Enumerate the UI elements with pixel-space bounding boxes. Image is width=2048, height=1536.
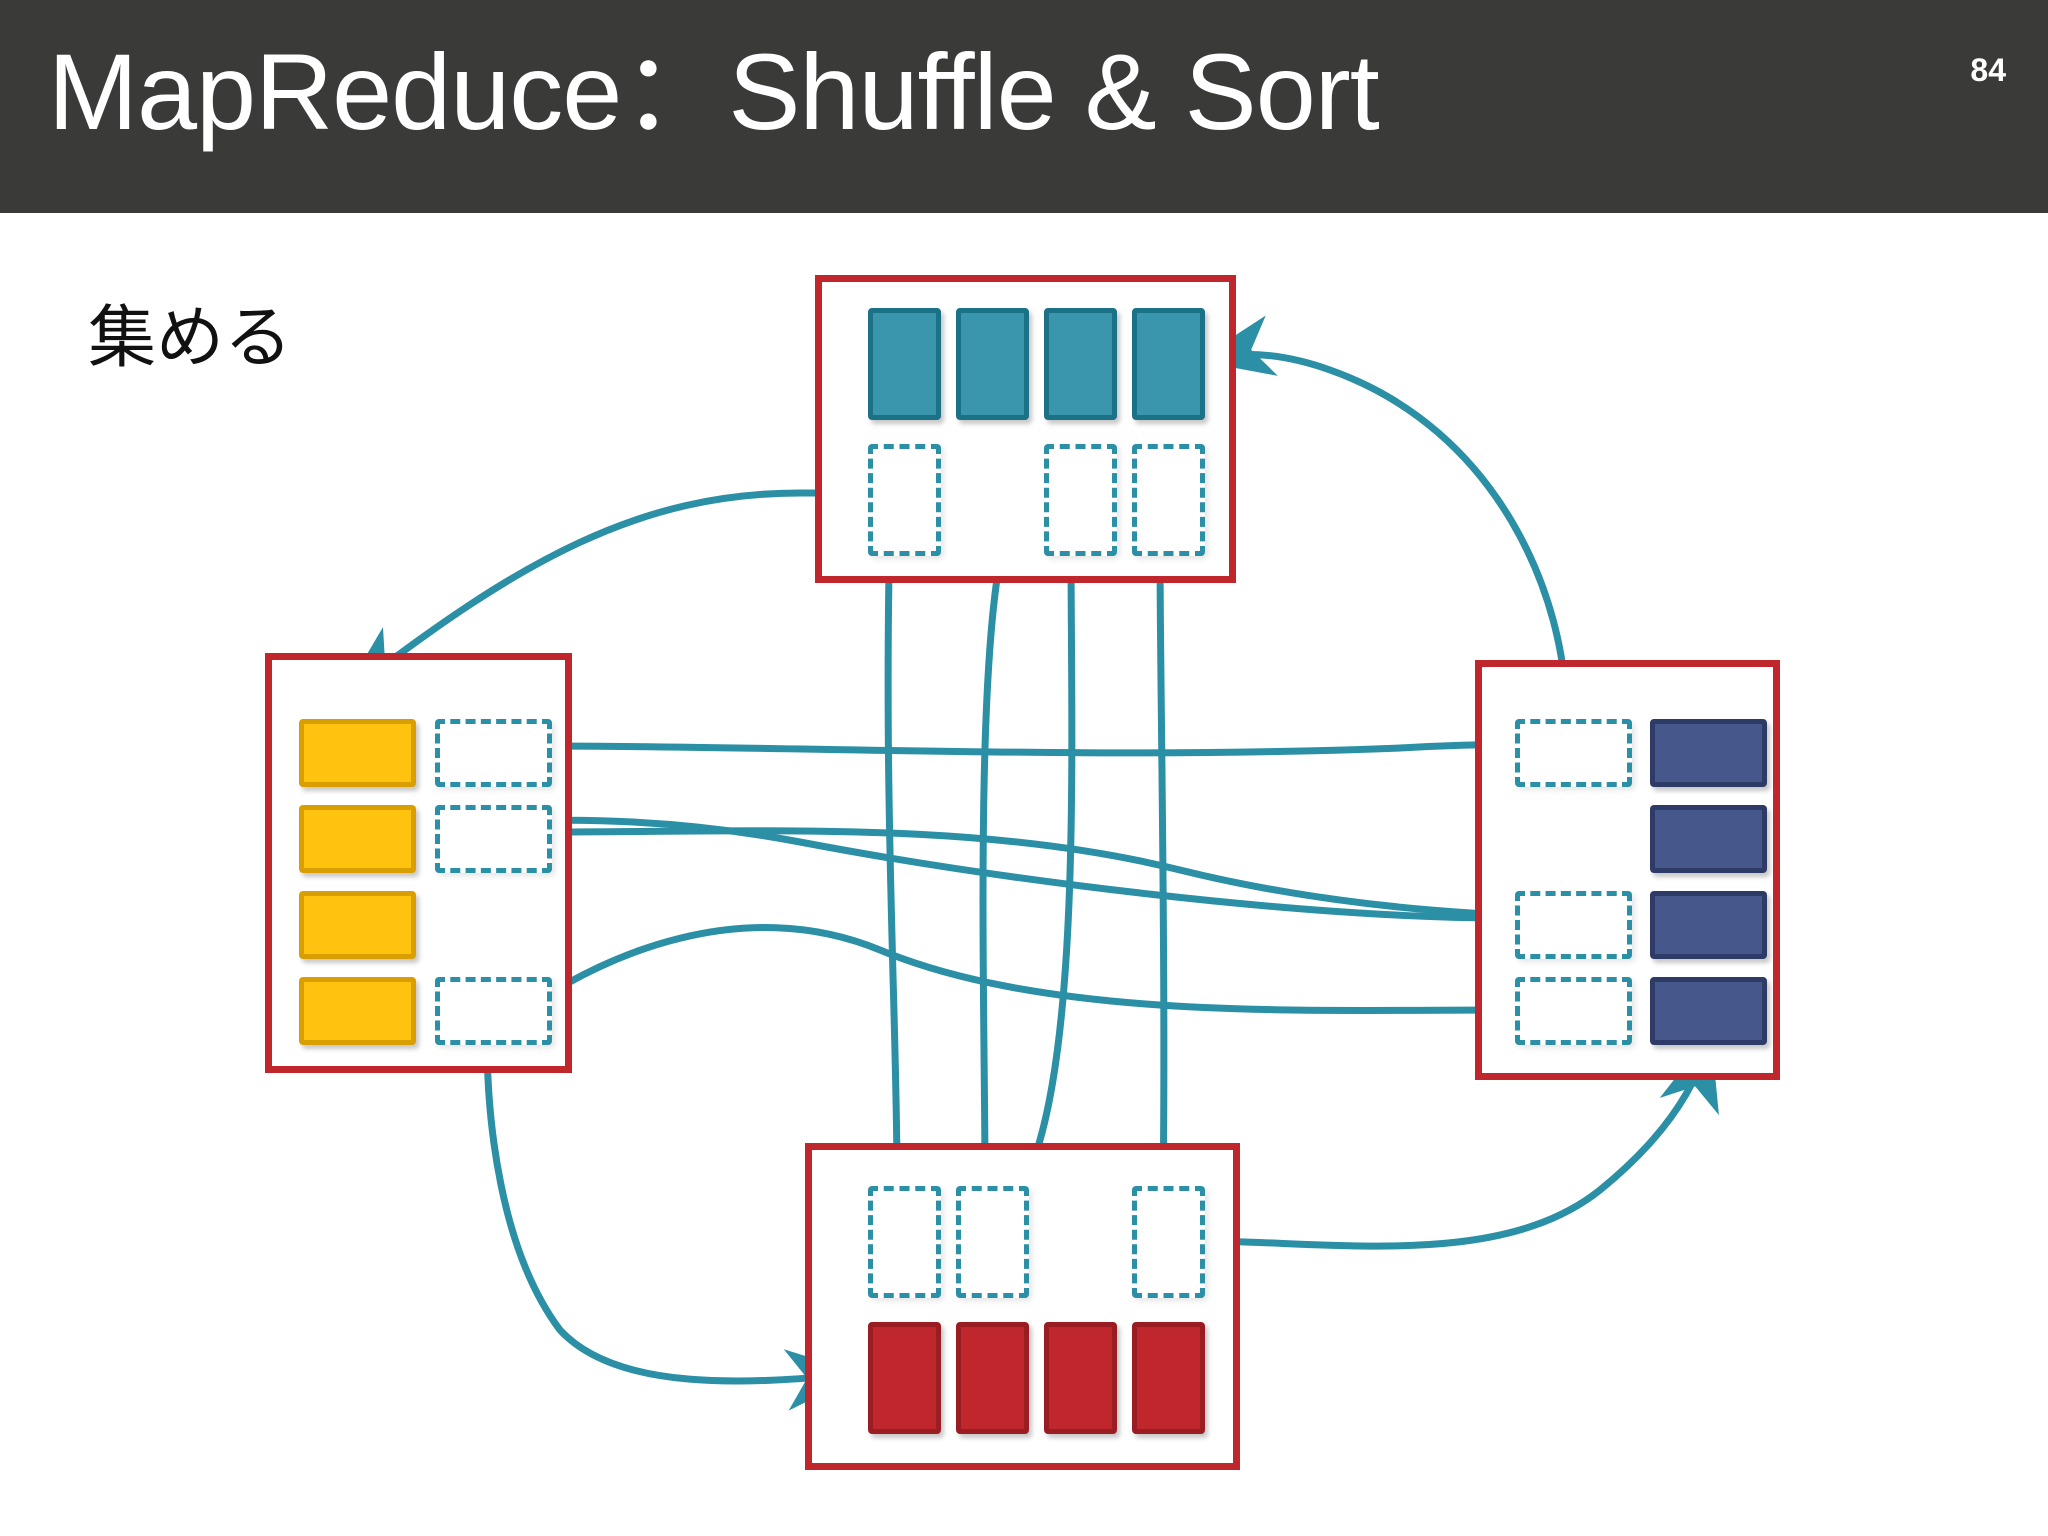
flow-left2-to-right3 [541,827,1645,949]
block-ghost-top-2[interactable] [1044,444,1117,556]
flow-right2-to-left2 [407,789,1512,922]
block-orange-2[interactable] [299,805,416,873]
block-ghost-right-3[interactable] [1515,977,1632,1045]
block-navy-1[interactable] [1650,719,1767,787]
node-right[interactable] [1475,660,1780,1080]
block-teal-1[interactable] [868,308,941,420]
flow-left3-to-bottom1 [483,1034,863,1411]
page-title: MapReduce：Shuffle & Sort [48,31,1380,152]
node-top[interactable] [815,275,1236,583]
block-orange-4[interactable] [299,977,416,1045]
flow-left1-to-right1 [541,712,1645,775]
block-ghost-bottom-3[interactable] [1132,1186,1205,1298]
block-ghost-left-2[interactable] [435,805,552,873]
block-orange-3[interactable] [299,891,416,959]
block-red-1[interactable] [868,1322,941,1434]
caption-label: 集める [88,299,293,378]
block-navy-3[interactable] [1650,891,1767,959]
block-ghost-top-1[interactable] [868,444,941,556]
title-bar: MapReduce：Shuffle & Sort 84 [0,0,2048,213]
block-red-3[interactable] [1044,1322,1117,1434]
node-left[interactable] [265,653,572,1073]
block-navy-2[interactable] [1650,805,1767,873]
block-teal-4[interactable] [1132,308,1205,420]
block-ghost-right-2[interactable] [1515,891,1632,959]
block-ghost-bottom-1[interactable] [868,1186,941,1298]
block-navy-4[interactable] [1650,977,1767,1045]
block-red-2[interactable] [956,1322,1029,1434]
block-ghost-left-3[interactable] [435,977,552,1045]
slide-page-number: 84 [1970,52,2006,88]
flow-right3-to-left4 [407,924,1512,1053]
block-ghost-top-3[interactable] [1132,444,1205,556]
block-ghost-left-1[interactable] [435,719,552,787]
block-ghost-bottom-2[interactable] [956,1186,1029,1298]
block-red-4[interactable] [1132,1322,1205,1434]
flow-right1-to-top4 [1196,315,1570,716]
block-ghost-right-1[interactable] [1515,719,1632,787]
node-bottom[interactable] [805,1143,1240,1470]
block-orange-1[interactable] [299,719,416,787]
block-teal-2[interactable] [956,308,1029,420]
block-teal-3[interactable] [1044,308,1117,420]
